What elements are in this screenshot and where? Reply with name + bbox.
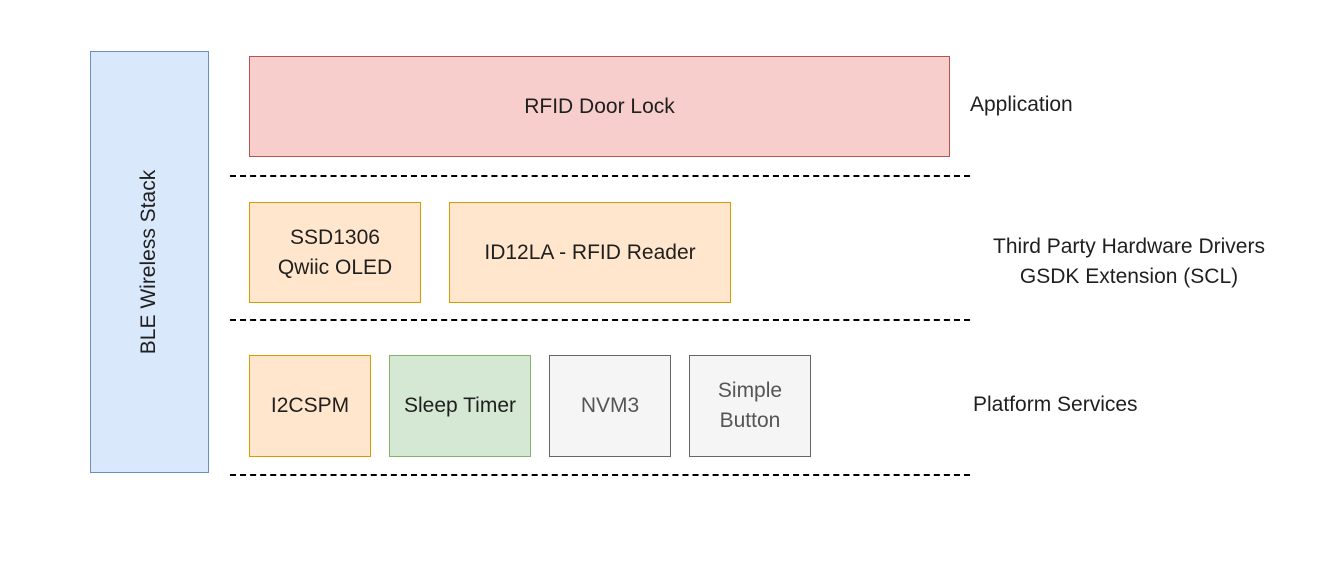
divider-bottom — [230, 474, 970, 476]
i2cspm-box: I2CSPM — [249, 355, 371, 457]
ble-wireless-stack-box: BLE Wireless Stack — [90, 51, 209, 473]
id12la-rfid-reader-box: ID12LA - RFID Reader — [449, 202, 731, 303]
nvm3-box: NVM3 — [549, 355, 671, 457]
sleep-timer-box: Sleep Timer — [389, 355, 531, 457]
rfid-door-lock-box: RFID Door Lock — [249, 56, 950, 157]
ble-wireless-stack-label: BLE Wireless Stack — [137, 169, 161, 355]
application-layer-label: Application — [970, 93, 1073, 116]
simple-button-box: Simple Button — [689, 355, 811, 457]
divider-drivers-platform — [230, 319, 970, 321]
drivers-layer-label: Third Party Hardware Drivers GSDK Extens… — [993, 235, 1265, 288]
ssd1306-oled-box: SSD1306 Qwiic OLED — [249, 202, 421, 303]
platform-layer-label: Platform Services — [973, 393, 1138, 416]
divider-application-drivers — [230, 175, 970, 177]
